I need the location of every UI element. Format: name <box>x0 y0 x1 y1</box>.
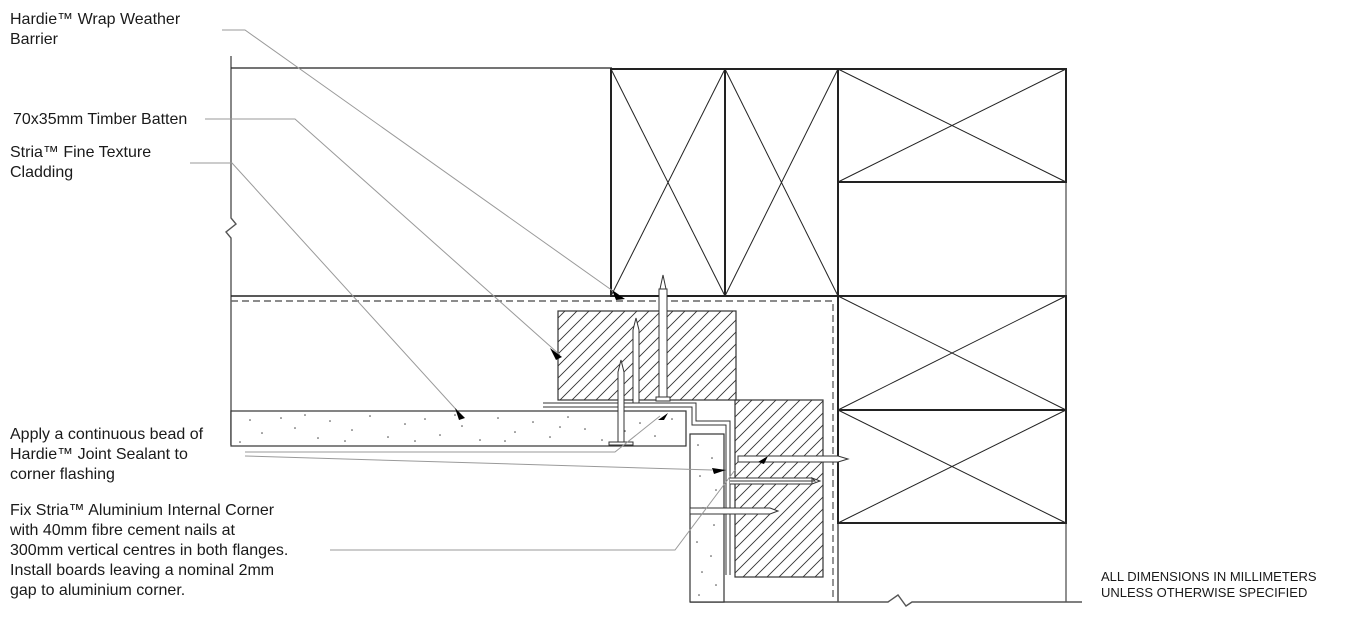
leader-arrows <box>455 290 768 474</box>
fibre-cement-nails <box>608 317 850 515</box>
label-cladding: Stria™ Fine Texture Cladding <box>10 144 152 181</box>
leader-lines <box>190 29 736 551</box>
dimensions-note: ALL DIMENSIONS IN MILLIMETERS UNLESS OTH… <box>1101 569 1317 600</box>
aluminium-corner <box>543 402 731 575</box>
label-joint-sealant: Apply a continuous bead of Hardie™ Joint… <box>10 426 204 483</box>
label-aluminium-corner: Fix Stria™ Aluminium Internal Corner wit… <box>10 502 289 599</box>
bottom-break-line <box>690 594 1082 607</box>
label-timber-batten: 70x35mm Timber Batten <box>13 111 188 128</box>
label-weather-barrier: Hardie™ Wrap Weather Barrier <box>10 11 181 48</box>
timber-batten-horizontal <box>557 310 737 401</box>
wall-outline <box>225 56 838 445</box>
framing-studs <box>610 68 1067 602</box>
screw-vertical <box>655 274 671 402</box>
timber-batten-vertical <box>734 399 824 578</box>
cladding-vertical <box>689 433 725 603</box>
weather-barrier <box>231 300 834 600</box>
